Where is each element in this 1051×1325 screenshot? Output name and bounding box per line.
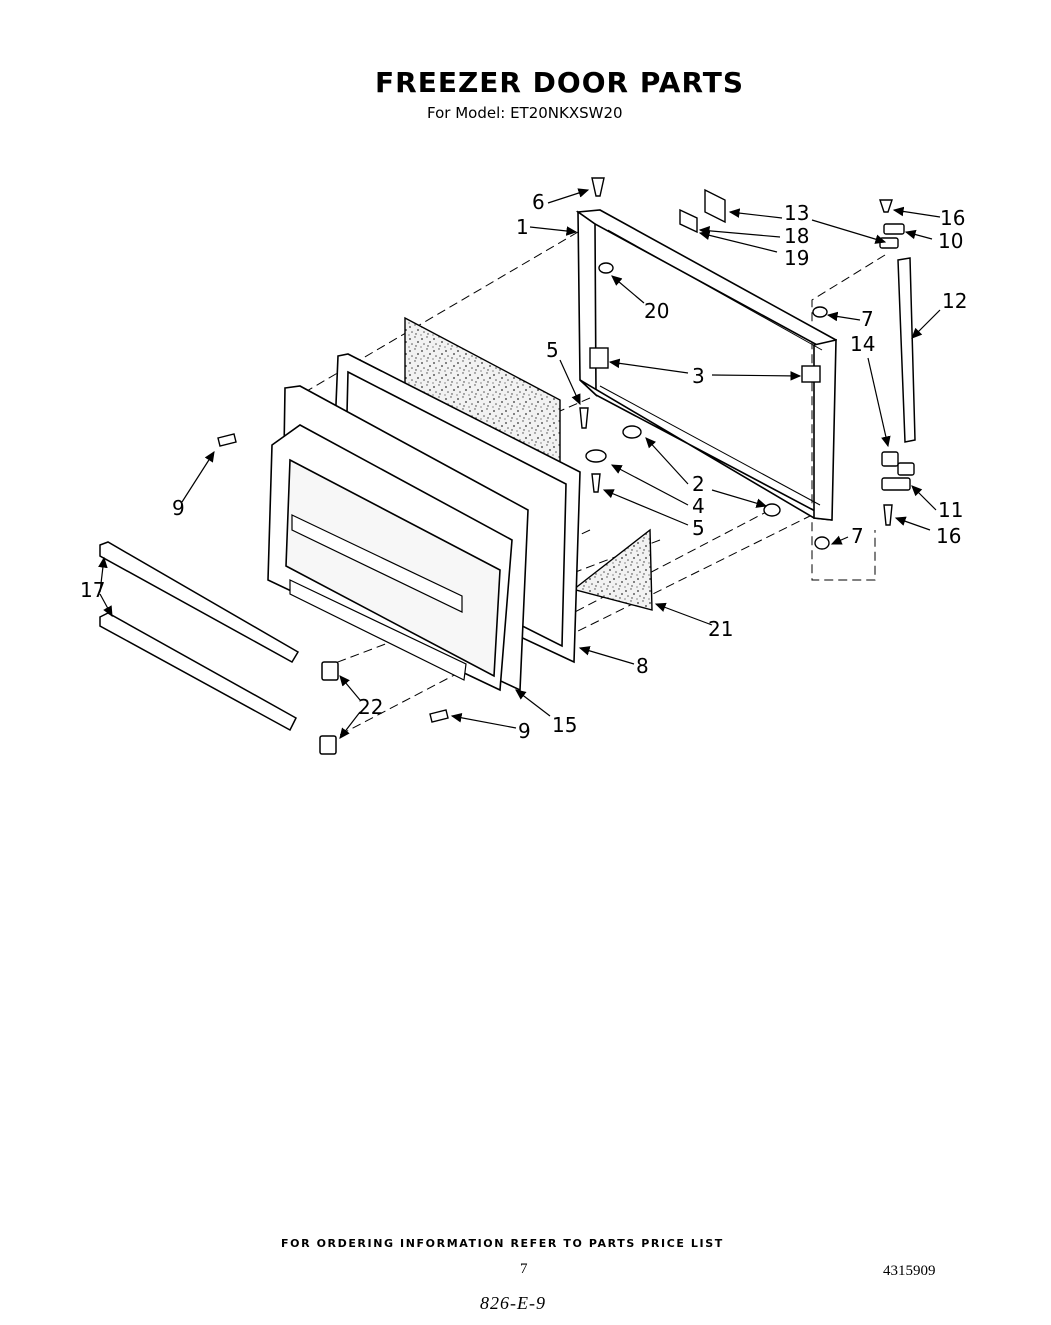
document-number: 4315909 (883, 1263, 936, 1279)
page-number: 7 (520, 1261, 528, 1277)
screws-9 (217, 433, 449, 723)
handle-bar (897, 257, 916, 443)
door-liner (267, 385, 529, 692)
callout-10: 10 (938, 229, 963, 253)
callout-12: 12 (942, 289, 967, 313)
callout-2-a: 2 (692, 472, 705, 496)
callout-14: 14 (850, 332, 875, 356)
callout-labels: 1 2 2 3 3 4 5 5 6 7 7 8 9 9 10 11 12 13 … (80, 190, 967, 743)
handle-cap-top (879, 199, 905, 249)
callout-5-a: 5 (546, 338, 559, 362)
liner-shelf-ribs (289, 514, 467, 681)
callout-19: 19 (784, 246, 809, 270)
door-shelf-bars (99, 541, 300, 732)
page-title: FREEZER DOOR PARTS (375, 66, 745, 99)
callout-18: 18 (784, 224, 809, 248)
callout-7-a: 7 (861, 307, 874, 331)
callout-1: 1 (516, 215, 529, 239)
callout-8: 8 (636, 654, 649, 678)
callout-17: 17 (80, 578, 105, 602)
handwritten-note: 826-E-9 (480, 1293, 546, 1313)
callout-4: 4 (692, 494, 705, 518)
callout-6: 6 (532, 190, 545, 214)
callout-20: 20 (644, 299, 669, 323)
callout-9-b: 9 (518, 719, 531, 743)
handle-cap-bottom (881, 451, 915, 526)
screw-6 (591, 177, 605, 197)
shelf-end-caps (319, 661, 339, 755)
callout-21: 21 (708, 617, 733, 641)
callout-16-b: 16 (936, 524, 961, 548)
callout-15: 15 (552, 713, 577, 737)
callout-7-b: 7 (851, 524, 864, 548)
callout-5-b: 5 (692, 516, 705, 540)
small-parts (579, 188, 830, 550)
callout-3-a: 3 (692, 364, 705, 388)
ordering-note: FOR ORDERING INFORMATION REFER TO PARTS … (281, 1237, 724, 1250)
callout-9-a: 9 (172, 496, 185, 520)
callout-13: 13 (784, 201, 809, 225)
callout-16-a: 16 (940, 206, 965, 230)
leader-lines (98, 188, 941, 739)
callout-22: 22 (358, 695, 383, 719)
model-subtitle: For Model: ET20NKXSW20 (427, 104, 623, 122)
callout-11: 11 (938, 498, 963, 522)
